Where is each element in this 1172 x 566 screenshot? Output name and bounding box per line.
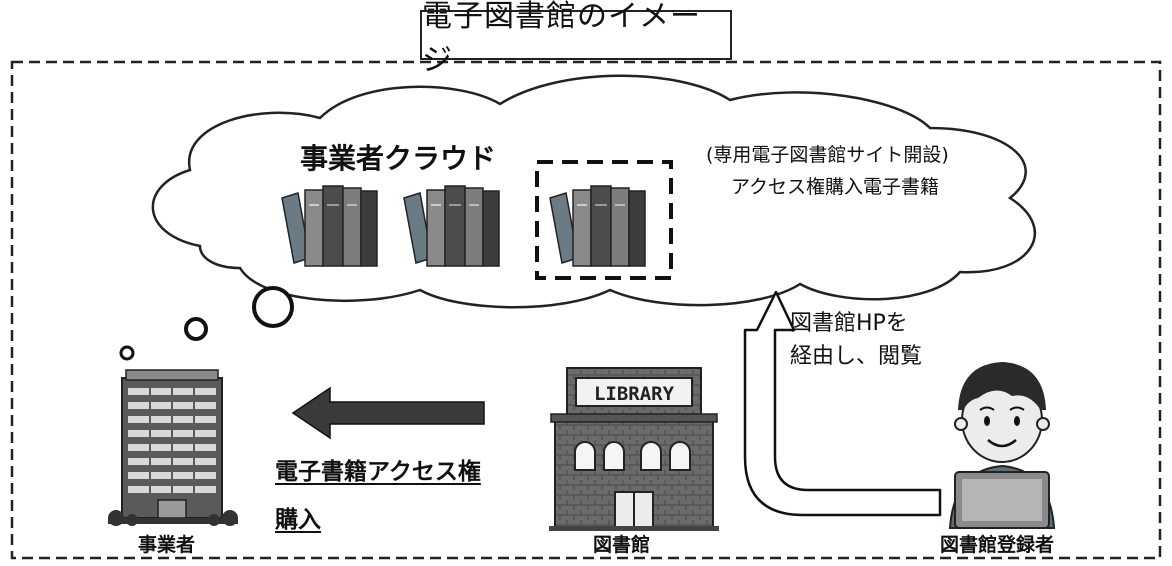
library-label: 図書館: [593, 534, 651, 556]
thought-bubble-medium: [184, 317, 208, 341]
library-building-icon: [549, 367, 719, 531]
thought-bubble-small: [119, 345, 135, 361]
book-group-3-icon: [549, 185, 646, 267]
cloud-title: 事業者クラウド: [300, 142, 497, 175]
office-building-icon: [108, 369, 238, 526]
library-sign-text: LIBRARY: [594, 383, 675, 405]
business-label: 事業者: [138, 534, 196, 556]
book-group-1-icon: [281, 185, 378, 267]
purchase-arrow-icon: [291, 386, 485, 440]
cloud-note-line1: (専用電子図書館サイト開設): [706, 144, 949, 166]
access-route-text-line1: 図書館HPを: [790, 311, 908, 336]
book-group-2-icon: [403, 185, 500, 267]
diagram-title: 電子図書館のイメージ: [420, 0, 732, 78]
purchase-text-line1: 電子書籍アクセス権: [275, 459, 481, 485]
access-route-text-line2: 経由し、閲覧: [790, 344, 923, 369]
purchase-text-line2: 購入: [275, 507, 321, 533]
library-user-person-icon: [948, 362, 1056, 529]
thought-bubble-large: [252, 286, 294, 328]
outer-dashed-frame: [10, 60, 1162, 560]
cloud-note-line2: アクセス権購入電子書籍: [731, 176, 940, 198]
access-route-arrow-icon: [743, 290, 942, 517]
library-user-label: 図書館登録者: [940, 534, 1055, 556]
